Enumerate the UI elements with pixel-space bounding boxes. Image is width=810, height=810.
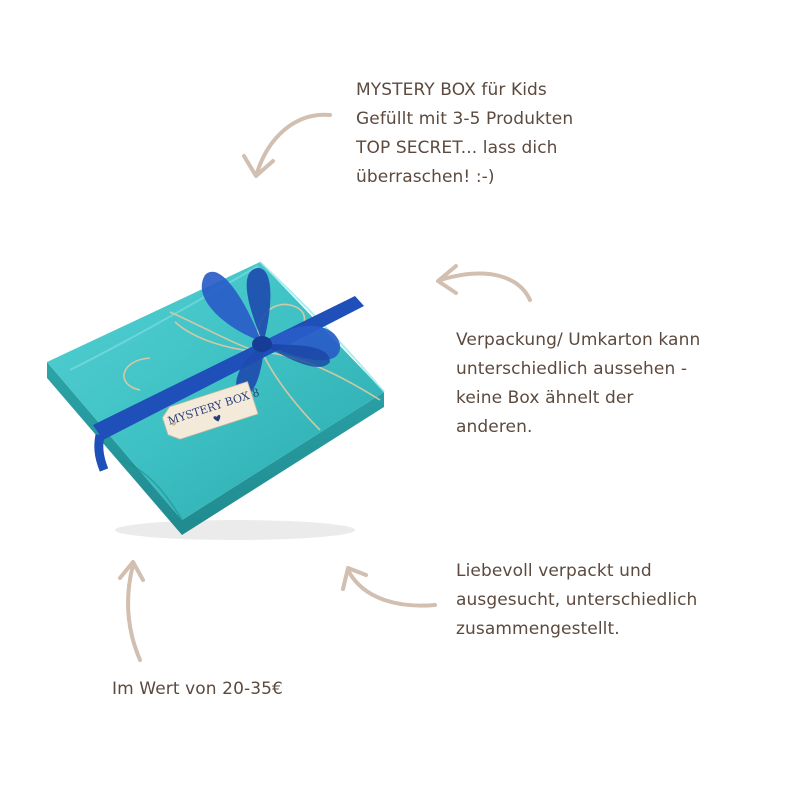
caption-top: MYSTERY BOX für Kids Gefüllt mit 3-5 Pro… (356, 76, 573, 192)
caption-line: TOP SECRET... lass dich (356, 138, 558, 158)
caption-line: MYSTERY BOX für Kids (356, 80, 547, 100)
caption-line: Verpackung/ Umkarton kann (456, 330, 701, 350)
gift-box-image (47, 261, 385, 540)
caption-line: ausgesucht, unterschiedlich (456, 590, 698, 610)
caption-right: Verpackung/ Umkarton kann unterschiedlic… (456, 326, 700, 442)
arrow-right-icon (436, 264, 532, 302)
caption-line: anderen. (456, 417, 533, 437)
caption-line: keine Box ähnelt der (456, 388, 634, 408)
ribbon-bow-icon (201, 268, 341, 396)
arrow-middle-icon (341, 566, 437, 608)
caption-line: überraschen! :-) (356, 167, 495, 187)
caption-bottom: Im Wert von 20-35€ (112, 675, 283, 704)
arrow-top-icon (242, 112, 332, 178)
caption-line: Liebevoll verpackt und (456, 561, 652, 581)
caption-middle: Liebevoll verpackt und ausgesucht, unter… (456, 557, 697, 644)
arrow-bottom-icon (118, 560, 145, 662)
caption-line: Gefüllt mit 3-5 Produkten (356, 109, 574, 129)
caption-line: unterschiedlich aussehen - (456, 359, 688, 379)
caption-line: Im Wert von 20-35€ (112, 679, 283, 699)
caption-line: zusammengestellt. (456, 619, 620, 639)
